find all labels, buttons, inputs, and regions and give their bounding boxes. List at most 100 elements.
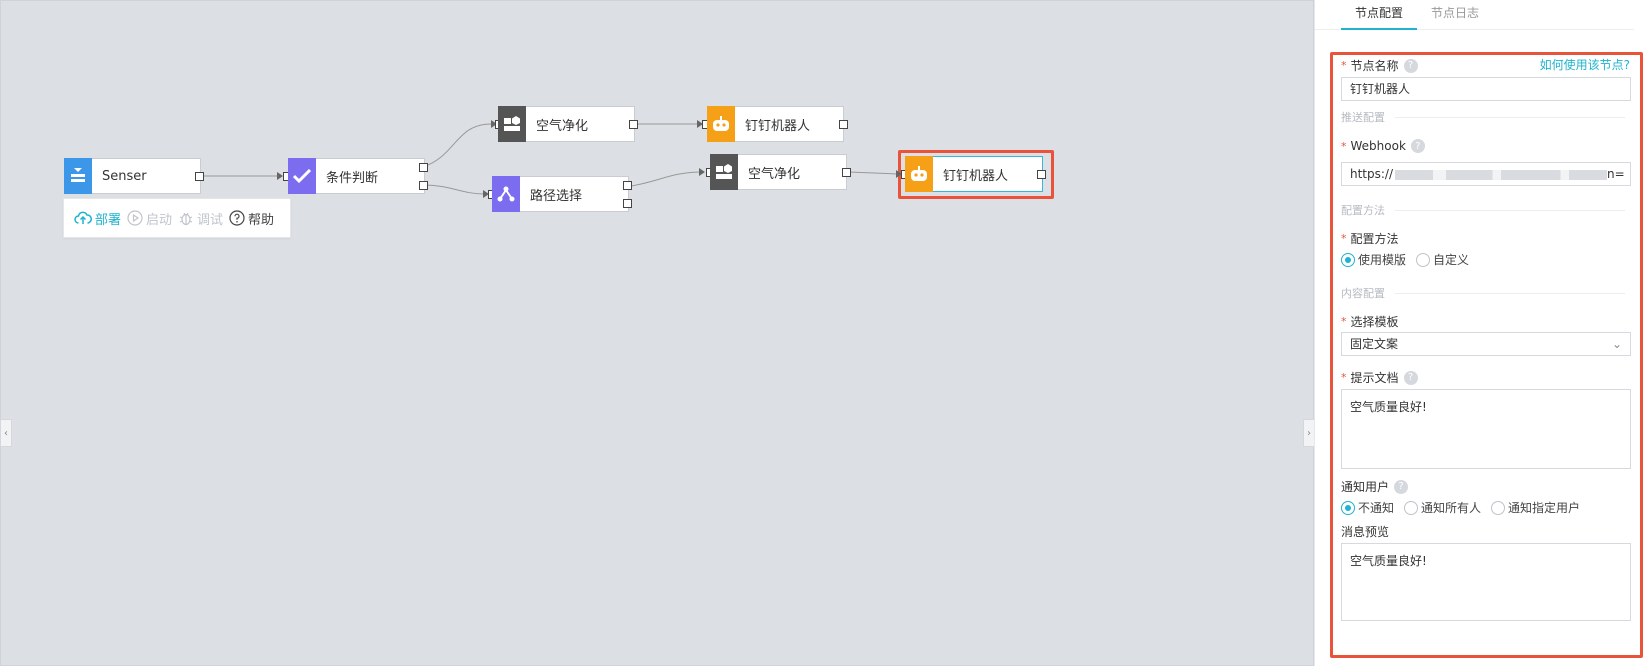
label-text: Webhook (1350, 139, 1406, 153)
section-push-config: 推送配置 (1341, 109, 1625, 125)
config-method-radio-group: 使用模版 自定义 (1341, 251, 1475, 268)
message-preview-label: 消息预览 (1341, 523, 1389, 540)
node-label: 空气净化 (536, 118, 589, 134)
node-dingtalk-robot-selected[interactable]: 钉钉机器人 (905, 155, 1043, 192)
tab-node-log[interactable]: 节点日志 (1431, 6, 1480, 20)
webhook-input[interactable]: https://n= (1341, 162, 1631, 186)
node-route-select[interactable]: 路径选择 (492, 175, 629, 212)
edge-condition-route (422, 184, 486, 195)
tab-node-config[interactable]: 节点配置 (1341, 0, 1418, 30)
how-to-use-link[interactable]: 如何使用该节点? (1539, 58, 1630, 72)
debug-label: 调试 (197, 212, 224, 228)
edge-route-air-mid (630, 171, 704, 187)
required-mark: * (1341, 139, 1347, 153)
radio-label: 不通知 (1358, 501, 1395, 515)
output-port[interactable] (623, 199, 632, 208)
deploy-button[interactable]: 部署 (74, 209, 121, 228)
radio-notify-specified[interactable]: 通知指定用户 (1491, 499, 1580, 516)
debug-button[interactable]: 调试 (178, 209, 223, 228)
radio-label: 通知所有人 (1421, 501, 1482, 515)
input-arrow (697, 120, 703, 128)
section-title: 配置方法 (1341, 204, 1385, 217)
output-port[interactable] (629, 120, 638, 129)
node-senser[interactable]: Senser (64, 157, 201, 194)
config-method-label: * 配置方法 (1341, 230, 1399, 247)
template-select[interactable]: 固定文案 ⌄ (1341, 332, 1631, 356)
chevron-left-icon: ‹ (4, 427, 8, 439)
radio-label: 使用模版 (1358, 253, 1407, 267)
output-port[interactable] (1037, 170, 1046, 179)
deploy-label: 部署 (95, 212, 122, 228)
question-circle-icon (229, 210, 245, 226)
select-value: 固定文案 (1350, 337, 1399, 351)
start-label: 启动 (146, 212, 173, 228)
radio-label: 自定义 (1433, 253, 1470, 267)
message-preview-box: 空气质量良好! (1341, 543, 1631, 621)
label-text: 消息预览 (1341, 525, 1390, 539)
node-dingtalk-robot[interactable]: 钉钉机器人 (707, 105, 844, 142)
config-panel: 节点配置 节点日志 * 节点名称 ? 如何使用该节点? 钉钉机器人 推送配置 *… (1314, 0, 1644, 666)
redacted-token (1395, 169, 1608, 180)
node-name-input[interactable]: 钉钉机器人 (1341, 77, 1631, 101)
robot-icon (707, 105, 735, 142)
webhook-text: https:// (1350, 167, 1394, 181)
required-mark: * (1341, 371, 1347, 384)
help-tooltip-icon[interactable]: ? (1394, 479, 1409, 494)
help-tooltip-icon[interactable]: ? (1410, 139, 1425, 153)
webhook-label: * Webhook ? (1341, 139, 1425, 153)
radio-use-template[interactable]: 使用模版 (1341, 251, 1406, 268)
flow-edges (204, 123, 899, 195)
chevron-right-icon: › (1307, 427, 1311, 439)
output-port[interactable] (842, 168, 851, 177)
node-condition[interactable]: 条件判断 (288, 157, 425, 194)
radio-custom[interactable]: 自定义 (1416, 251, 1469, 268)
node-name-label: * 节点名称 ? (1341, 57, 1418, 74)
input-arrow (277, 172, 283, 180)
node-label: 钉钉机器人 (943, 168, 1009, 184)
node-label: Senser (102, 168, 147, 184)
node-config-form: * 节点名称 ? 如何使用该节点? 钉钉机器人 推送配置 * Webhook ?… (1330, 52, 1643, 658)
output-port[interactable] (623, 181, 632, 190)
output-port[interactable] (419, 163, 428, 172)
cloud-upload-icon (74, 211, 92, 224)
output-port[interactable] (839, 120, 848, 129)
output-port[interactable] (419, 181, 428, 190)
section-divider (1395, 292, 1625, 294)
radio-no-notify[interactable]: 不通知 (1341, 499, 1394, 516)
section-title: 推送配置 (1341, 111, 1385, 124)
help-button[interactable]: 帮助 (229, 209, 274, 228)
device-icon (498, 105, 526, 142)
radio-checked (1341, 500, 1355, 515)
help-tooltip-icon[interactable]: ? (1403, 370, 1418, 385)
template-label: * 选择模板 (1341, 313, 1399, 330)
prompt-doc-label: * 提示文档 ? (1341, 369, 1418, 386)
flow-canvas[interactable]: Senser 条件判断 空气净化 钉钉机器人 路径选择 (0, 0, 1315, 666)
notify-user-label: 通知用户 ? (1341, 478, 1409, 495)
required-mark: * (1341, 232, 1347, 245)
start-button[interactable]: 启动 (127, 209, 172, 228)
node-label: 空气净化 (748, 166, 801, 182)
section-title: 内容配置 (1341, 287, 1385, 300)
device-icon (710, 153, 738, 190)
output-port[interactable] (195, 172, 204, 181)
robot-icon (905, 155, 933, 192)
notify-radio-group: 不通知 通知所有人 通知指定用户 (1341, 499, 1586, 516)
sensor-icon (64, 157, 92, 194)
node-toolbar: 部署 启动 调试 帮助 (63, 198, 291, 238)
radio-unchecked (1416, 252, 1431, 267)
play-circle-icon (127, 210, 143, 226)
required-mark: * (1341, 315, 1347, 328)
help-tooltip-icon[interactable]: ? (1403, 58, 1418, 73)
label-text: 通知用户 (1341, 480, 1390, 494)
section-config-method: 配置方法 (1341, 202, 1625, 218)
node-air-purify[interactable]: 空气净化 (498, 105, 635, 142)
radio-label: 通知指定用户 (1508, 501, 1581, 515)
node-air-purify[interactable]: 空气净化 (710, 153, 847, 190)
prompt-doc-textarea[interactable]: 空气质量良好! (1341, 389, 1631, 469)
node-label: 路径选择 (530, 188, 583, 204)
input-arrow (896, 170, 902, 178)
left-collapse-toggle[interactable]: ‹ (0, 419, 12, 447)
radio-notify-all[interactable]: 通知所有人 (1404, 499, 1481, 516)
required-mark: * (1341, 59, 1347, 72)
check-icon (288, 157, 316, 194)
